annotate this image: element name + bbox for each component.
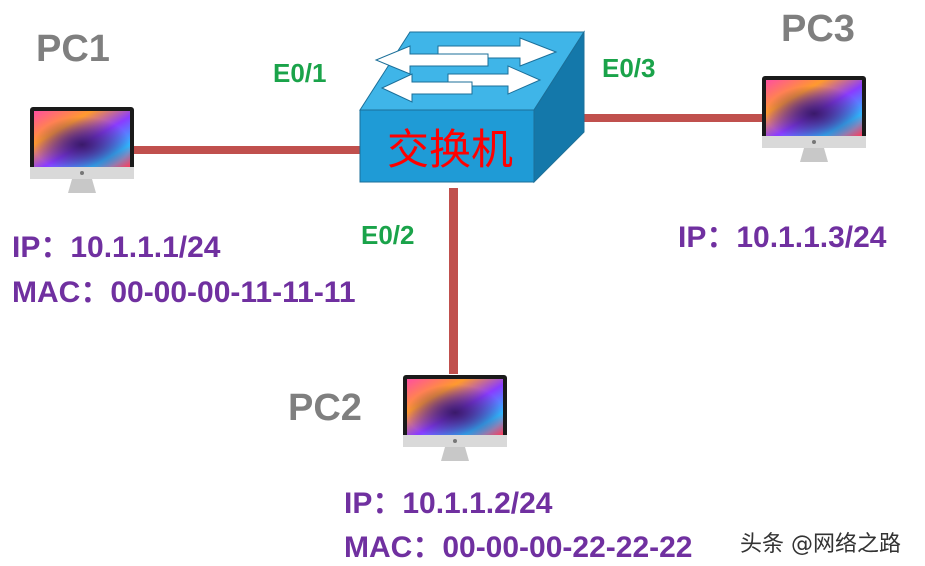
port-e01-label: E0/1 — [273, 58, 327, 88]
pc2-ip: IP：10.1.1.2/24 — [344, 487, 553, 520]
link-switch-pc3 — [582, 114, 764, 122]
pc3-name: PC3 — [781, 8, 855, 50]
pc3-ip: IP：10.1.1.3/24 — [678, 221, 887, 254]
pc2-name: PC2 — [288, 387, 362, 429]
link-pc1-switch — [134, 146, 362, 154]
imac-monitor-icon[interactable] — [762, 76, 868, 164]
port-e03-label: E0/3 — [602, 53, 656, 83]
switch-label: 交换机 — [386, 125, 513, 174]
port-e02-label: E0/2 — [361, 220, 415, 250]
pc1-name: PC1 — [36, 28, 110, 70]
link-switch-pc2 — [449, 188, 458, 374]
imac-monitor-icon[interactable] — [30, 107, 136, 195]
pc1-ip: IP：10.1.1.1/24 — [12, 231, 221, 264]
switch-arrows-icon — [374, 37, 558, 103]
pc2-mac: MAC：00-00-00-22-22-22 — [344, 531, 693, 564]
imac-monitor-icon[interactable] — [403, 375, 509, 463]
watermark: 头条 @网络之路 — [740, 532, 901, 557]
pc1-mac: MAC：00-00-00-11-11-11 — [12, 276, 356, 309]
switch-icon[interactable] — [359, 30, 586, 184]
